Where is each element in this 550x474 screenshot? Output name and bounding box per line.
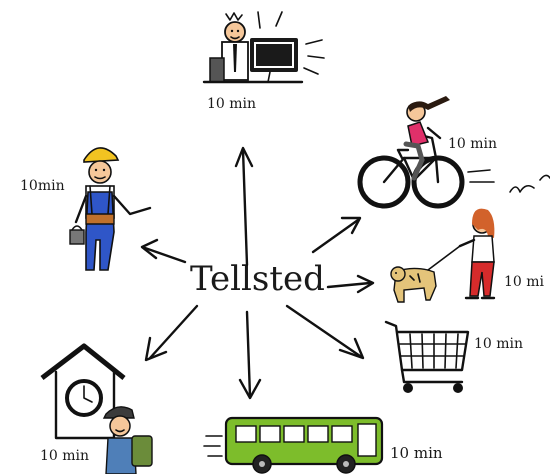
worker-time-label: 10min: [20, 178, 65, 194]
construction-worker-illustration: [69, 147, 152, 271]
arrow-right: [326, 274, 375, 294]
bus-illustration: [203, 416, 384, 474]
office-worker-illustration: [202, 11, 325, 84]
center-label: Tellsted: [190, 259, 325, 299]
arrow-upper-right: [311, 216, 362, 254]
school-time-label: 10 min: [40, 448, 89, 464]
bus-time-label: 10 min: [390, 444, 443, 462]
arrow-lower-right: [285, 304, 365, 360]
school-illustration: [40, 343, 153, 474]
dog-walk-time-label: 10 mi: [504, 274, 545, 290]
office-time-label: 10 min: [207, 96, 256, 112]
bike-time-label: 10 min: [448, 136, 497, 152]
arrow-down: [238, 310, 262, 400]
shopping-time-label: 10 min: [474, 336, 523, 352]
arrow-up: [234, 146, 254, 267]
shopping-cart-illustration: [384, 320, 470, 393]
arrow-upper-left: [140, 238, 187, 264]
dog-walker-illustration: [390, 208, 496, 303]
cyclist-illustration: [357, 96, 550, 209]
arrow-lower-left: [144, 304, 199, 362]
